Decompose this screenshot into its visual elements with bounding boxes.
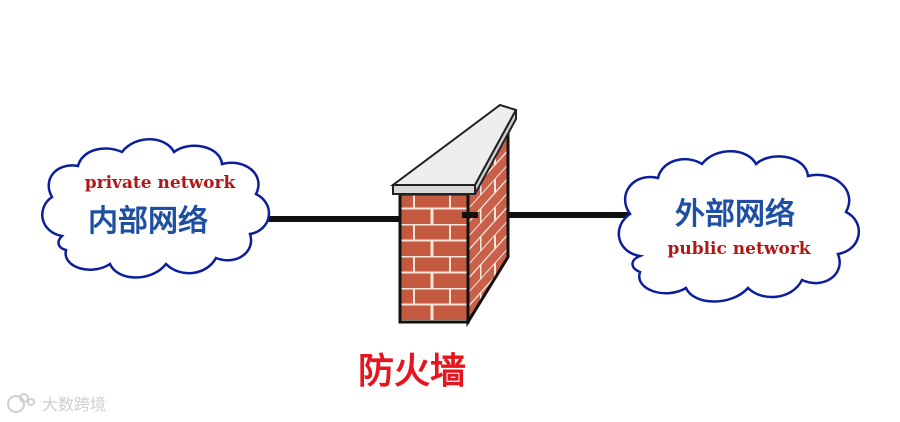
firewall-wall bbox=[389, 103, 518, 328]
watermark-text: 大数跨境 bbox=[42, 395, 106, 414]
private-network-chinese-label: 内部网络 bbox=[88, 204, 208, 239]
private-network-cloud: private network 内部网络 bbox=[41, 138, 271, 279]
public-cloud-shape bbox=[617, 150, 861, 303]
watermark: 大数跨境 bbox=[7, 393, 106, 414]
public-network-chinese-label: 外部网络 bbox=[675, 197, 795, 232]
public-network-cloud: 外部网络 public network bbox=[617, 150, 861, 303]
private-network-english-label: private network bbox=[85, 173, 237, 193]
public-network-english-label: public network bbox=[667, 239, 811, 259]
watermark-logo-icon bbox=[7, 393, 35, 413]
firewall-cap-front bbox=[392, 184, 476, 195]
firewall-front-face bbox=[398, 192, 470, 324]
firewall-cap-side bbox=[474, 109, 517, 195]
private-cloud-shape bbox=[41, 138, 271, 279]
firewall-caption: 防火墙 bbox=[358, 351, 466, 392]
